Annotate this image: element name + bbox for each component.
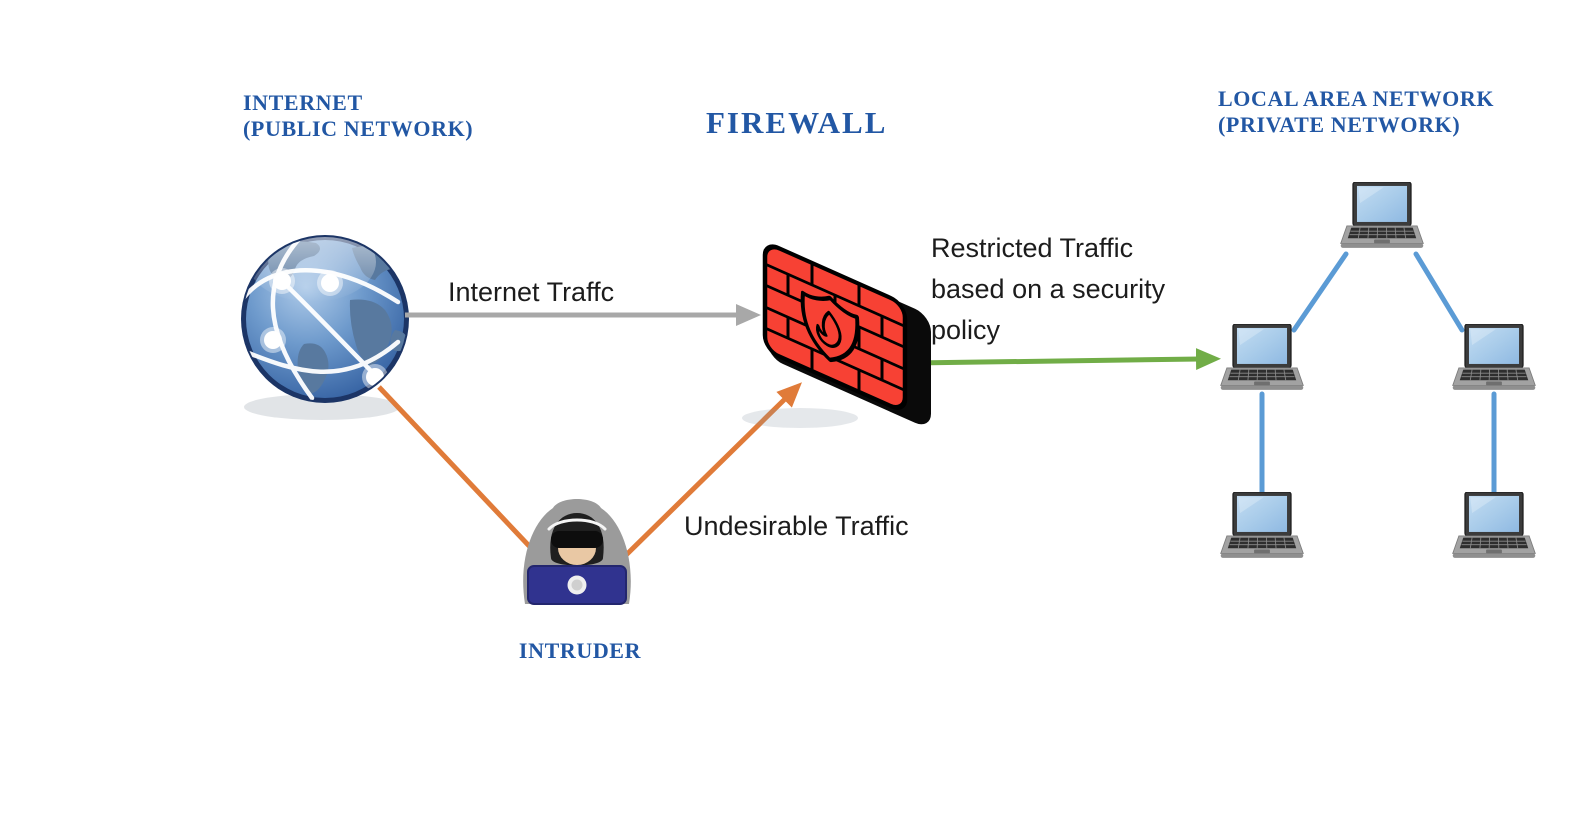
- restricted-traffic-label: Restricted Traffic based on a security p…: [931, 228, 1165, 351]
- lan-connection-line: [1291, 251, 1349, 333]
- restricted-traffic-label-line3: policy: [931, 315, 1001, 345]
- internet-heading-line1: INTERNET: [243, 90, 363, 115]
- lan-network: [1220, 182, 1536, 559]
- lan-connection-line: [1413, 251, 1465, 333]
- globe-icon: [241, 235, 409, 420]
- restricted-traffic-label-line1: Restricted Traffic: [931, 233, 1134, 263]
- lan-heading: LOCAL AREA NETWORK (PRIVATE NETWORK): [1218, 86, 1494, 138]
- lan-heading-line1: LOCAL AREA NETWORK: [1218, 86, 1495, 111]
- internet-heading: INTERNET (PUBLIC NETWORK): [243, 90, 473, 142]
- sunglasses-icon: [551, 531, 603, 548]
- laptop-icon: [1452, 492, 1536, 559]
- flame-icon: [816, 310, 842, 348]
- restricted-traffic-label-line2: based on a security: [931, 274, 1166, 304]
- hooded-hacker-icon: [523, 499, 631, 605]
- intruder-heading: INTRUDER: [518, 638, 642, 663]
- internet-heading-line2: (PUBLIC NETWORK): [243, 116, 474, 141]
- laptop-icon: [1220, 324, 1304, 391]
- undesirable-traffic-label: Undesirable Traffic: [684, 511, 909, 541]
- brick-wall-shield-icon: [742, 244, 931, 428]
- undesirable-traffic-arrow-to-firewall: [619, 382, 802, 562]
- laptop-icon: [1340, 182, 1424, 249]
- restricted-traffic-arrow: [912, 348, 1221, 371]
- laptop-icon: [1452, 324, 1536, 391]
- laptop-icon: [1220, 492, 1304, 559]
- undesirable-traffic-line-from-internet: [377, 385, 551, 569]
- lan-heading-line2: (PRIVATE NETWORK): [1218, 112, 1461, 137]
- firewall-heading: FIREWALL: [706, 105, 888, 140]
- internet-traffic-label: Internet Traffc: [448, 277, 615, 307]
